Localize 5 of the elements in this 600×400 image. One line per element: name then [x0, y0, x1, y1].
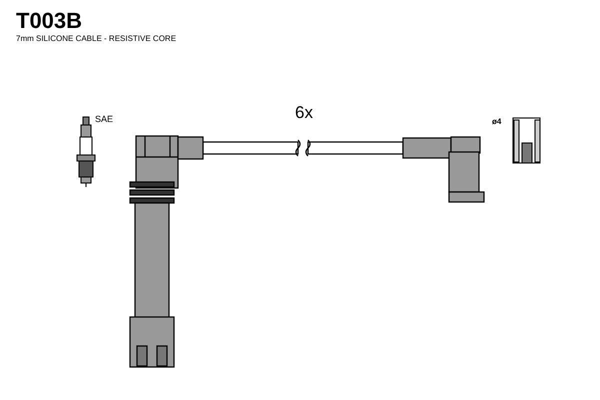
part-number-title: T003B — [16, 8, 82, 34]
subtitle: 7mm SILICONE CABLE - RESISTIVE CORE — [16, 34, 176, 43]
diameter-label: ø4 — [492, 117, 502, 126]
plug-standard-label: SAE — [95, 114, 114, 124]
quantity-label: 6x — [295, 103, 313, 123]
